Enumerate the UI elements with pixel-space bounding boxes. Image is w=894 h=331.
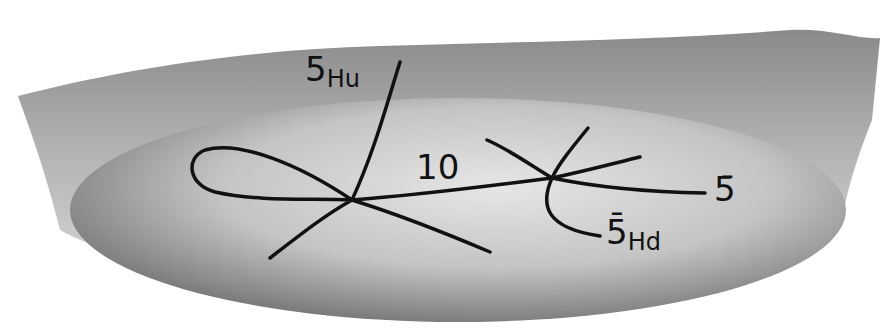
curve-label: 5̄ bbox=[714, 172, 736, 206]
gut-surface bbox=[70, 98, 846, 322]
curve-5bar bbox=[487, 140, 705, 193]
curve-extra bbox=[552, 157, 640, 178]
curve-loop bbox=[192, 148, 490, 258]
matter-curves bbox=[192, 62, 705, 258]
rep-subscript: Hu bbox=[327, 65, 360, 93]
rep-subscript: Hd bbox=[628, 228, 661, 256]
curve-label: 10 bbox=[416, 150, 459, 184]
curve-label: 5Hu bbox=[305, 52, 360, 86]
curve-label: 5̄Hd bbox=[606, 215, 661, 249]
rep-number: 5 bbox=[305, 49, 327, 89]
curve-5bar-hd bbox=[547, 128, 600, 236]
rep-number: 5̄ bbox=[606, 212, 628, 252]
